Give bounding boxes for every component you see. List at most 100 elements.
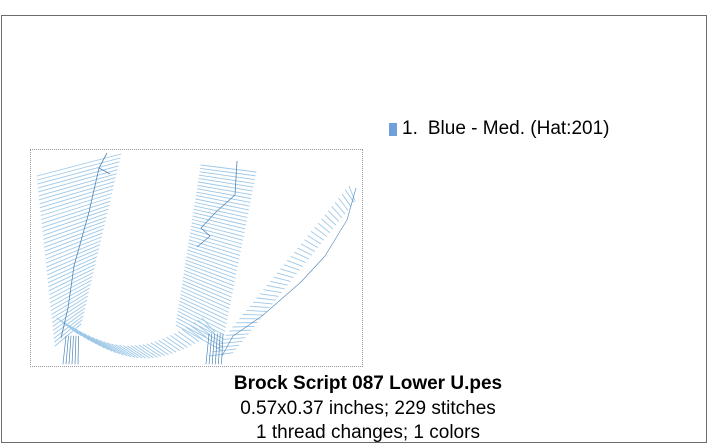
stitch-bottom-curve <box>127 345 147 359</box>
stitch-right-stem <box>194 201 249 215</box>
stitch-bottom-curve <box>146 343 165 356</box>
thread-index: 1. <box>402 118 418 139</box>
stitch-tail <box>348 185 356 202</box>
stitch-left-stem <box>53 311 85 335</box>
stitch-bottom-curve <box>197 319 215 334</box>
embroidery-summary-page: 1. Blue - Med. (Hat:201) Brock Script 08… <box>1 15 707 443</box>
stitch-left-stem <box>43 220 106 244</box>
stitch-left-stem <box>52 307 86 331</box>
stitch-left-stem <box>41 204 110 228</box>
stitch-left-stem <box>46 244 101 268</box>
stitch-bottom-right-cluster <box>211 333 215 365</box>
stitch-tail <box>283 264 300 271</box>
stitch-bottom-curve <box>119 344 139 359</box>
stitch-tail <box>246 309 267 312</box>
stitch-right-stem <box>177 314 224 340</box>
stitch-left-stem <box>45 240 101 264</box>
thread-color-swatch <box>389 122 397 136</box>
stitch-right-stem <box>180 290 229 313</box>
stitch-bottom-left-cluster <box>71 335 74 365</box>
stitch-bottom-curve <box>64 322 86 339</box>
stitch-right-stem <box>184 270 234 290</box>
stitch-bottom-curve <box>80 331 101 347</box>
stitch-right-stem <box>186 253 238 271</box>
stitch-right-stem <box>182 276 232 298</box>
stitch-tail <box>263 289 282 294</box>
stitch-bottom-curve <box>103 341 124 356</box>
stitch-left-stem <box>48 264 96 288</box>
stitch-right-stem <box>181 283 231 306</box>
stitch-bottom-curve <box>76 329 97 345</box>
stitch-left-stem <box>36 153 122 177</box>
stitch-left-stem <box>51 291 89 315</box>
stitch-bottom-curve <box>150 342 169 355</box>
stitch-right-stem <box>186 256 237 275</box>
stitch-right-stem <box>198 178 254 188</box>
stitch-bottom-curve <box>123 345 143 359</box>
stitch-bottom-curve <box>115 344 135 358</box>
stitch-bottom-left-cluster <box>62 335 67 365</box>
stitch-right-stem <box>183 273 233 294</box>
stitch-right-stem <box>180 293 229 317</box>
stitch-bottom-curve <box>142 344 162 357</box>
travel-stitch-tail <box>221 187 357 357</box>
stitch-right-stem <box>179 300 227 324</box>
stitch-left-stem <box>44 224 105 248</box>
stitch-bottom-curve <box>111 343 131 358</box>
stitch-tail <box>266 285 285 290</box>
stitch-bottom-curve <box>91 336 113 352</box>
stitch-right-stem <box>189 236 241 252</box>
stitch-tail <box>259 293 279 297</box>
stitch-tail <box>242 314 264 316</box>
stitch-tail <box>300 243 315 252</box>
stitch-left-stem <box>39 185 115 209</box>
design-size-and-stitches: 0.57x0.37 inches; 229 stitches <box>240 398 496 419</box>
stitch-bottom-curve <box>158 340 177 353</box>
stitch-left-stem <box>44 232 103 256</box>
stitch-tail <box>317 222 331 233</box>
stitch-tail <box>307 235 322 245</box>
stitch-bottom-left-cluster <box>68 335 72 365</box>
stitch-bottom-curve <box>83 333 105 349</box>
stitch-right-stem <box>178 304 226 328</box>
stitch-tail <box>280 268 297 275</box>
stitch-tail <box>232 325 255 328</box>
stitch-left-stem <box>39 181 115 205</box>
stitch-left-stem <box>42 212 108 236</box>
stitch-left-stem <box>40 189 114 213</box>
stitch-right-stem <box>185 263 235 283</box>
stitch-bottom-curve <box>87 335 109 350</box>
stitch-left-stem <box>52 303 87 327</box>
stitch-right-stem <box>184 266 235 287</box>
stitch-bottom-curve <box>99 340 120 355</box>
stitch-bottom-right-cluster <box>221 333 224 365</box>
stitch-tail <box>290 256 306 263</box>
stitch-left-stem <box>38 169 118 193</box>
travel-stitch-right-top <box>196 160 238 248</box>
stitch-tail <box>218 340 243 345</box>
stitch-left-stem <box>50 284 91 307</box>
stitch-bottom-right-cluster <box>214 333 218 365</box>
stitch-right-stem <box>178 307 226 332</box>
stitch-bottom-right-cluster <box>208 333 213 365</box>
stitch-bottom-curve <box>107 342 128 357</box>
stitch-left-stem <box>41 197 112 220</box>
stitch-tail <box>304 239 318 248</box>
design-thread-summary: 1 thread changes; 1 colors <box>256 422 480 443</box>
stitch-bottom-left-cluster <box>74 335 77 365</box>
stitch-right-stem <box>192 215 246 230</box>
stitch-right-stem <box>176 317 223 343</box>
thread-name: Blue - Med. (Hat:201) <box>427 118 610 139</box>
stitch-left-stem <box>37 161 120 185</box>
thread-legend: 1. Blue - Med. (Hat:201) <box>389 118 610 140</box>
stitch-bottom-curve <box>181 329 200 342</box>
stitch-right-stem <box>193 208 247 222</box>
stitch-tail <box>256 297 276 301</box>
stitch-right-stem <box>192 219 245 234</box>
stitch-left-stem <box>48 268 95 292</box>
stitch-left-stem <box>46 248 100 272</box>
stitch-left-stem <box>47 252 99 276</box>
stitch-bottom-curve <box>131 345 150 359</box>
stitch-left-stem <box>47 260 97 284</box>
stitch-tail <box>222 337 246 340</box>
